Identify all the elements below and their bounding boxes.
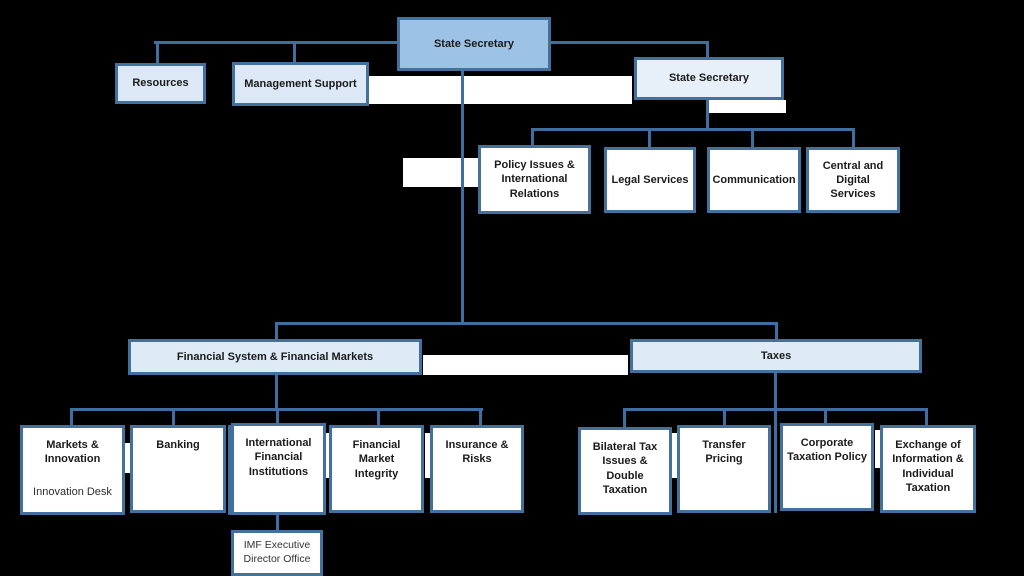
org-node-imf-executive-director-office: IMF Executive Director Office [231, 530, 323, 576]
connector-line [723, 408, 726, 426]
org-node-label: International Financial Institutions [245, 437, 312, 478]
connector-line [551, 41, 709, 44]
org-node-bilateral-tax-issues: Bilateral Tax Issues & Double Taxation [578, 427, 672, 515]
connector-line [648, 128, 651, 148]
org-node-label: Communication [712, 173, 796, 186]
org-node-policy-issues: Policy Issues & International Relations [478, 145, 591, 214]
org-node-label: Insurance & Risks [445, 439, 509, 466]
org-node-label: Legal Services [611, 173, 689, 186]
connector-line [623, 408, 626, 428]
connector-line [774, 373, 777, 513]
background-patch [875, 430, 880, 468]
connector-line [156, 41, 159, 64]
org-node-central-digital-services: Central and Digital Services [806, 147, 900, 213]
connector-line [531, 128, 855, 131]
org-node-sublabel: Innovation Desk [33, 485, 112, 498]
background-patch [125, 443, 130, 473]
org-node-label: Resources [132, 77, 189, 90]
org-node-financial-system: Financial System & Financial Markets [128, 339, 422, 375]
org-node-label: Bilateral Tax Issues & Double Taxation [592, 441, 658, 496]
org-node-label: State Secretary [668, 72, 750, 85]
org-node-insurance-risks: Insurance & Risks [430, 425, 524, 513]
org-node-label: Banking [156, 439, 200, 451]
org-node-label: Exchange of Information & Individual Tax… [892, 439, 964, 494]
org-node-taxes: Taxes [630, 339, 922, 373]
connector-line [824, 408, 827, 424]
connector-line [775, 322, 778, 340]
connector-line [275, 322, 778, 325]
org-node-resources: Resources [115, 63, 206, 104]
connector-line [293, 41, 296, 63]
background-patch [326, 433, 330, 478]
org-node-state-secretary-top: State Secretary [397, 17, 551, 71]
background-patch [423, 355, 628, 375]
org-node-label: Taxes [760, 349, 792, 362]
connector-line [172, 408, 175, 426]
org-node-financial-market-integrity: Financial Market Integrity [329, 425, 424, 513]
connector-line [531, 128, 534, 146]
org-node-label: Central and Digital Services [822, 159, 884, 201]
org-node-corporate-taxation-policy: Corporate Taxation Policy [780, 423, 874, 511]
background-patch [708, 100, 786, 113]
org-node-label: Financial System & Financial Markets [176, 350, 374, 363]
background-patch [403, 158, 479, 187]
connector-line [275, 322, 278, 340]
org-node-management-support: Management Support [232, 62, 369, 106]
org-node-exchange-of-information: Exchange of Information & Individual Tax… [880, 425, 976, 513]
background-patch [425, 433, 430, 478]
org-node-international-financial-institutions: International Financial Institutions [231, 423, 326, 515]
connector-line [925, 408, 928, 426]
org-node-label: IMF Executive Director Office [243, 539, 311, 565]
connector-line [852, 128, 855, 148]
connector-line [275, 375, 278, 411]
org-node-markets-innovation: Markets & Innovation Innovation Desk [20, 425, 125, 515]
org-node-transfer-pricing: Transfer Pricing [677, 425, 771, 513]
connector-line [276, 515, 279, 531]
org-node-state-secretary-2: State Secretary [634, 57, 784, 100]
org-node-banking: Banking [130, 425, 226, 513]
background-patch [672, 433, 677, 478]
org-node-communication: Communication [707, 147, 801, 213]
connector-line [623, 408, 928, 411]
connector-line [276, 408, 279, 424]
connector-line [377, 408, 380, 426]
connector-line [154, 41, 397, 44]
org-node-label: Transfer Pricing [702, 439, 746, 466]
connector-line [228, 425, 231, 515]
org-node-label: Management Support [244, 77, 357, 90]
org-node-legal-services: Legal Services [604, 147, 696, 213]
org-node-label: State Secretary [433, 37, 515, 50]
background-patch [369, 76, 632, 104]
org-node-label: Corporate Taxation Policy [787, 437, 867, 464]
org-node-label: Markets & Innovation [44, 439, 101, 466]
org-node-label: Policy Issues & International Relations [494, 159, 575, 200]
connector-line [70, 408, 73, 426]
org-node-label: Financial Market Integrity [352, 439, 401, 480]
connector-line [706, 41, 709, 58]
connector-line [751, 128, 754, 148]
connector-line [461, 71, 464, 325]
connector-line [706, 100, 709, 130]
connector-line [479, 408, 482, 426]
